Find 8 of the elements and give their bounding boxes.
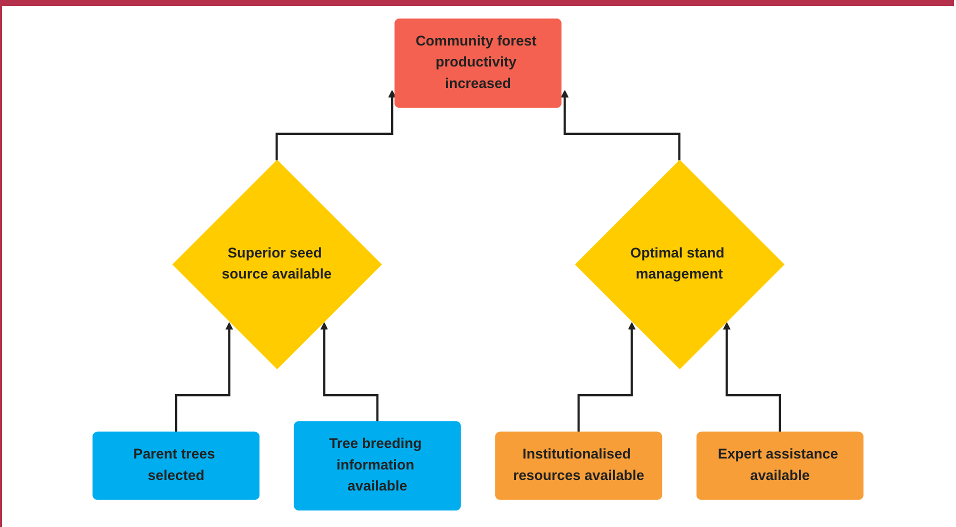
arrow bbox=[560, 90, 680, 162]
arrow bbox=[174, 322, 234, 434]
node-diamond: Superior seed source available bbox=[172, 160, 382, 370]
arrow bbox=[722, 322, 782, 434]
arrow bbox=[320, 322, 379, 424]
arrow bbox=[578, 322, 636, 434]
node-diamond: Optimal stand management bbox=[574, 160, 785, 370]
arrow bbox=[276, 90, 396, 162]
